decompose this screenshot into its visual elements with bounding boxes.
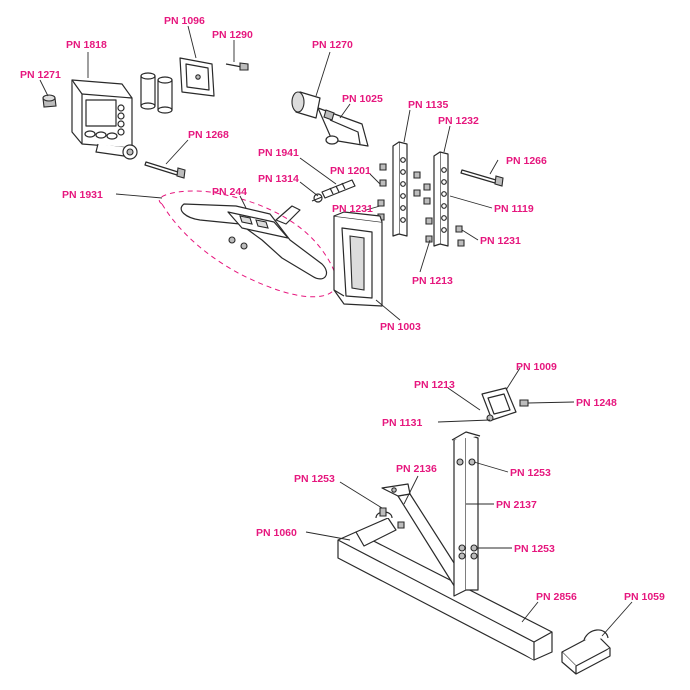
bolt-1268-part (144, 161, 186, 179)
front-foot-part (355, 507, 397, 547)
label-pn1096: PN 1096 (164, 15, 205, 27)
leader-lines (39, 25, 633, 637)
label-pn1253-left: PN 1253 (294, 473, 335, 485)
handle-part (180, 203, 327, 280)
label-pn1268: PN 1268 (188, 129, 229, 141)
fastener-set-part (377, 163, 465, 247)
mount-plate-1135-part (392, 141, 408, 237)
label-pn1025: PN 1025 (342, 93, 383, 105)
support-bracket-part (333, 211, 383, 307)
monitor-arm-part (291, 91, 321, 119)
label-pn1270: PN 1270 (312, 39, 353, 51)
pin-1314-part (311, 193, 323, 203)
label-pn2137: PN 2137 (496, 499, 537, 511)
label-pn1314: PN 1314 (258, 173, 299, 185)
label-pn1213-upper: PN 1213 (412, 275, 453, 287)
label-pn1931: PN 1931 (62, 189, 103, 201)
strap-part (321, 179, 356, 199)
label-pn1231-upper: PN 1231 (332, 203, 373, 215)
part-labels: PN 1818 PN 1096 PN 1290 PN 1271 PN 1268 … (20, 15, 665, 603)
label-pn1266: PN 1266 (506, 155, 547, 167)
label-pn1818: PN 1818 (66, 39, 107, 51)
label-pn2856: PN 2856 (536, 591, 577, 603)
bolt-1266-part (460, 169, 504, 187)
label-pn1060: PN 1060 (256, 527, 297, 539)
label-pn1941: PN 1941 (258, 147, 299, 159)
label-pn1253-lower: PN 1253 (514, 543, 555, 555)
arm-bracket-part (317, 107, 369, 147)
label-pn1253-right: PN 1253 (510, 467, 551, 479)
screw-1248-part (519, 399, 529, 407)
label-pn1213-lower: PN 1213 (414, 379, 455, 391)
label-pn1232: PN 1232 (438, 115, 479, 127)
screw-1290-part (225, 62, 249, 71)
label-pn1131: PN 1131 (382, 417, 422, 429)
square-cap-part (481, 387, 517, 422)
label-pn244: PN 244 (212, 186, 247, 198)
label-pn1119: PN 1119 (494, 203, 534, 215)
label-pn2136: PN 2136 (396, 463, 437, 475)
label-pn1231-lower: PN 1231 (480, 235, 521, 247)
label-pn1059: PN 1059 (624, 591, 665, 603)
battery-cover-part (179, 57, 215, 97)
battery-cells-part (140, 72, 173, 114)
rear-foot-part (561, 629, 611, 675)
upright-post-part (451, 431, 481, 597)
label-pn1290: PN 1290 (212, 29, 253, 41)
knob-part (42, 94, 57, 108)
label-pn1248: PN 1248 (576, 397, 617, 409)
label-pn1201: PN 1201 (330, 165, 371, 177)
label-pn1271: PN 1271 (20, 69, 61, 81)
label-pn1003: PN 1003 (380, 321, 421, 333)
monitor-part (71, 79, 138, 160)
mount-plate-1232-part (433, 151, 449, 247)
label-pn1009: PN 1009 (516, 361, 557, 373)
label-pn1135: PN 1135 (408, 99, 448, 111)
strut-part (381, 483, 471, 593)
